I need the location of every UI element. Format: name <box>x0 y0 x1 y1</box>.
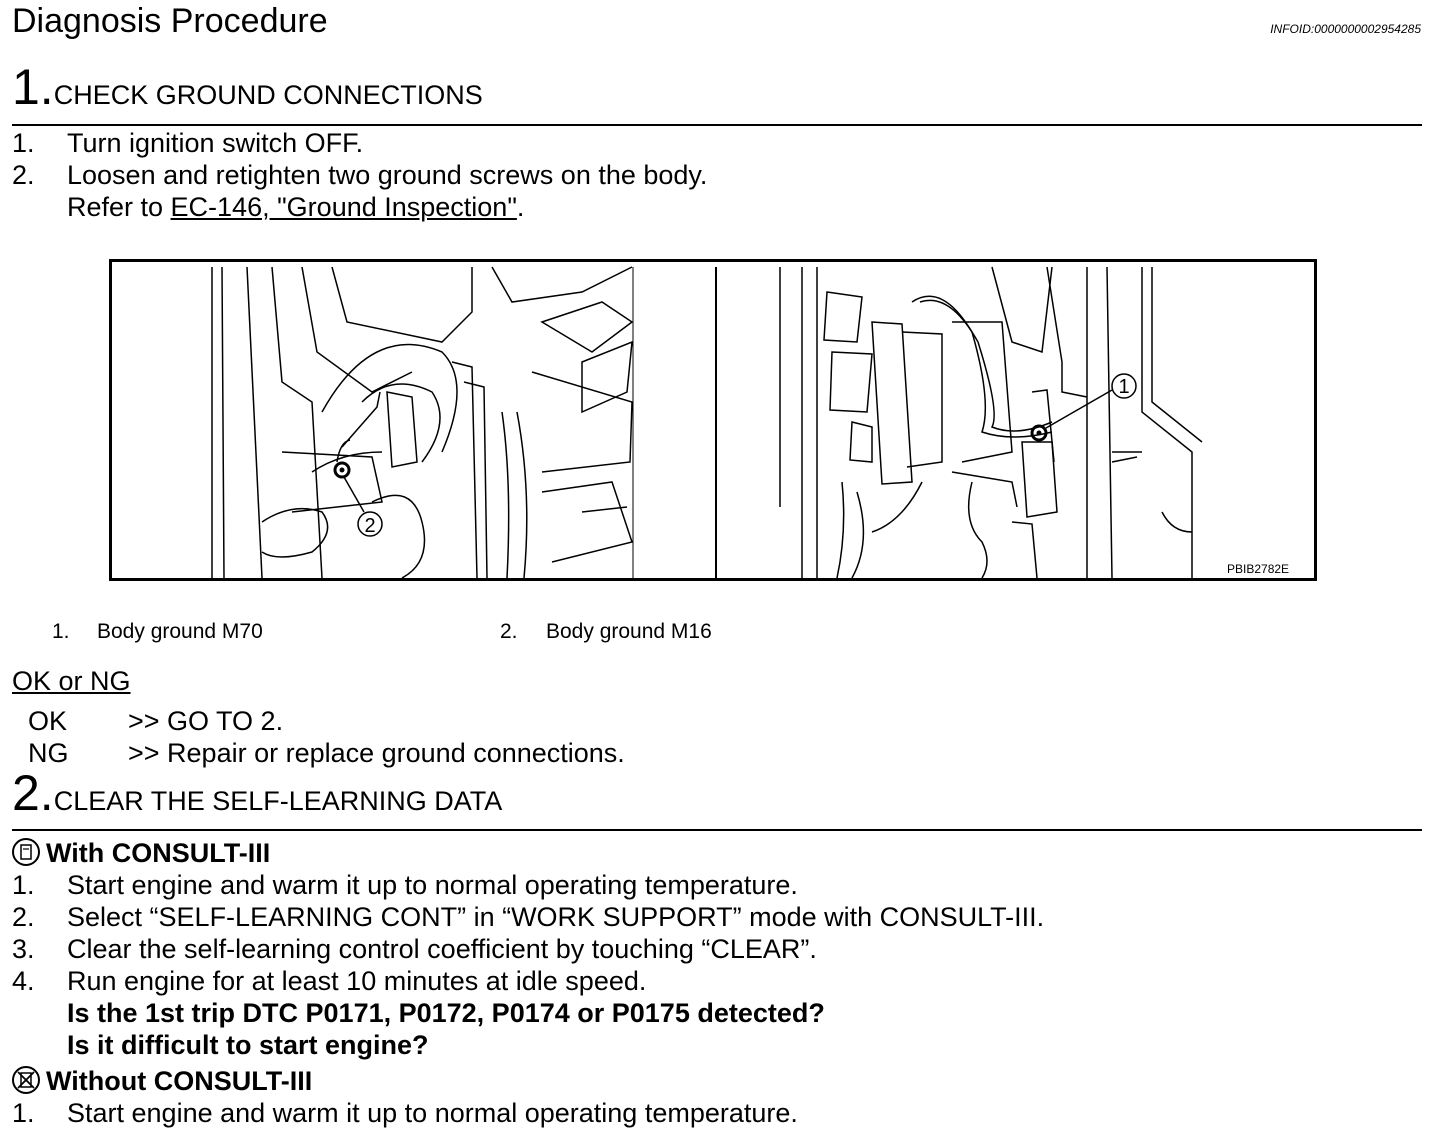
callout-1: 1 <box>1118 376 1129 398</box>
item-number: 3. <box>12 934 35 964</box>
with-item-1: 1. Start engine and warm it up to normal … <box>12 870 798 901</box>
item-text: Start engine and warm it up to normal op… <box>67 870 798 900</box>
item-number: 2. <box>12 902 35 932</box>
caption-number: 1. <box>52 620 70 643</box>
item-text: Loosen and retighten two ground screws o… <box>67 160 708 190</box>
item-text: Select “SELF-LEARNING CONT” in “WORK SUP… <box>67 902 1045 932</box>
question-2: Is it difficult to start engine? <box>67 1030 429 1060</box>
item-number: 1. <box>12 870 35 900</box>
step-2-title: CLEAR THE SELF-LEARNING DATA <box>53 786 503 816</box>
ok-row: OK >> GO TO 2. <box>28 706 283 737</box>
ng-label: NG <box>28 738 69 768</box>
item-number: 2. <box>12 160 35 190</box>
step-2-divider <box>12 829 1422 831</box>
with-item-4: 4. Run engine for at least 10 minutes at … <box>12 966 646 997</box>
item-number: 1. <box>12 128 35 158</box>
consult-icon <box>12 838 40 866</box>
step-1-title: CHECK GROUND CONNECTIONS <box>53 80 483 110</box>
with-item-2: 2. Select “SELF-LEARNING CONT” in “WORK S… <box>12 902 1044 933</box>
ground-inspection-link[interactable]: EC-146, "Ground Inspection" <box>170 192 517 222</box>
caption-2: 2. Body ground M16 <box>500 620 712 644</box>
refer-line: Refer to EC-146, "Ground Inspection". <box>67 192 524 223</box>
page-title: Diagnosis Procedure <box>12 2 328 40</box>
without-item-1: 1. Start engine and warm it up to normal … <box>12 1098 798 1129</box>
ok-action: >> GO TO 2. <box>128 706 284 736</box>
callout-2: 2 <box>364 515 375 537</box>
refer-prefix: Refer to <box>67 192 171 222</box>
step-1-divider <box>12 124 1422 126</box>
caption-1: 1. Body ground M70 <box>52 620 263 644</box>
question-1: Is the 1st trip DTC P0171, P0172, P0174 … <box>67 998 825 1028</box>
step-1-item-1: 1. Turn ignition switch OFF. <box>12 128 363 159</box>
step-1-item-2: 2. Loosen and retighten two ground screws… <box>12 160 707 191</box>
without-consult-heading: Without CONSULT-III <box>12 1066 312 1097</box>
item-text: Start engine and warm it up to normal op… <box>67 1098 798 1128</box>
ng-action: >> Repair or replace ground connections. <box>128 738 625 768</box>
engine-bay-illustration: 2 <box>211 266 1289 578</box>
ng-row: NG >> Repair or replace ground connection… <box>28 738 625 769</box>
ok-ng-heading: OK or NG <box>12 666 131 696</box>
step-1-number: 1. <box>12 59 54 115</box>
with-consult-label: With CONSULT-III <box>46 838 271 868</box>
caption-text: Body ground M70 <box>97 620 263 643</box>
figure-code: PBIB2782E <box>1227 562 1289 576</box>
ground-location-figure: 2 <box>109 259 1317 581</box>
step-1-heading: 1.CHECK GROUND CONNECTIONS <box>12 62 483 112</box>
without-consult-label: Without CONSULT-III <box>46 1066 313 1096</box>
info-id: INFOID:0000000002954285 <box>1270 22 1421 36</box>
with-consult-heading: With CONSULT-III <box>12 838 270 869</box>
item-number: 4. <box>12 966 35 996</box>
item-text: Clear the self-learning control coeffici… <box>67 934 817 964</box>
step-2-heading: 2.CLEAR THE SELF-LEARNING DATA <box>12 768 502 818</box>
with-item-3: 3. Clear the self-learning control coeffi… <box>12 934 817 965</box>
caption-number: 2. <box>500 620 518 643</box>
caption-text: Body ground M16 <box>546 620 712 643</box>
item-text: Run engine for at least 10 minutes at id… <box>67 966 647 996</box>
step-2-number: 2. <box>12 765 54 821</box>
no-consult-icon <box>12 1066 40 1094</box>
refer-suffix: . <box>516 192 525 222</box>
item-number: 1. <box>12 1098 35 1128</box>
item-text: Turn ignition switch OFF. <box>67 128 364 158</box>
ok-label: OK <box>28 706 68 736</box>
